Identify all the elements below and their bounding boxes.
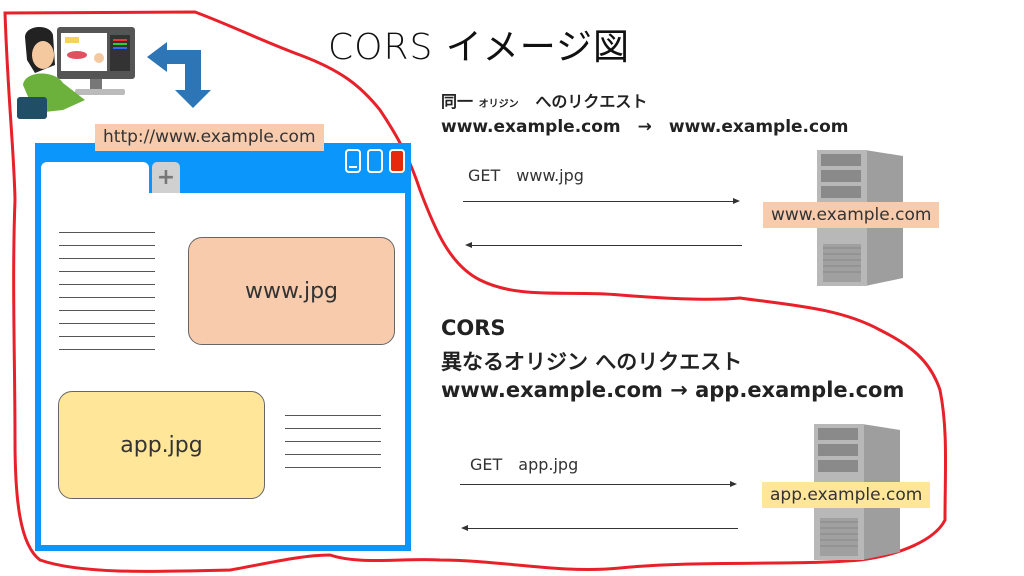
client-url-label: http://www.example.com <box>95 124 324 151</box>
heading-prefix: 同一 <box>441 92 474 111</box>
same-origin-heading: 同一 オリジン へのリクエスト <box>441 88 647 112</box>
server-icon <box>817 150 903 286</box>
www-image-label: www.jpg <box>245 278 338 304</box>
close-button[interactable] <box>389 149 405 173</box>
response-arrow <box>461 525 738 531</box>
browser-content: www.jpg app.jpg <box>41 193 405 545</box>
app-image-label: app.jpg <box>120 432 203 458</box>
cors-request-label: GET app.jpg <box>470 455 579 474</box>
www-image: www.jpg <box>188 237 395 345</box>
server-www-label: www.example.com <box>763 202 940 228</box>
same-origin-route: www.example.com → www.example.com <box>441 117 849 137</box>
request-flow-arrow-icon <box>147 42 211 108</box>
new-tab-button[interactable]: + <box>152 162 180 193</box>
page-title: CORS イメージ図 <box>328 27 631 68</box>
text-lines-placeholder <box>285 415 381 480</box>
app-image: app.jpg <box>58 391 265 499</box>
text-lines-placeholder <box>59 232 155 362</box>
minimize-button[interactable] <box>345 149 361 173</box>
server-app-label: app.example.com <box>762 482 931 508</box>
cors-heading: CORS <box>441 316 506 340</box>
heading-suffix: へのリクエスト <box>535 92 648 111</box>
cors-route: www.example.com → app.example.com <box>441 378 905 402</box>
request-arrow <box>463 198 740 204</box>
heading-kana: オリジン <box>478 99 519 110</box>
user-at-computer-icon <box>17 26 135 119</box>
browser-window: + www.jpg app.jpg <box>35 143 411 551</box>
response-arrow <box>465 242 742 248</box>
same-origin-request-label: GET www.jpg <box>468 166 584 185</box>
maximize-button[interactable] <box>367 149 383 173</box>
request-arrow <box>460 481 737 487</box>
cors-subheading: 異なるオリジン へのリクエスト <box>441 350 743 374</box>
browser-tab-active[interactable] <box>41 162 149 197</box>
